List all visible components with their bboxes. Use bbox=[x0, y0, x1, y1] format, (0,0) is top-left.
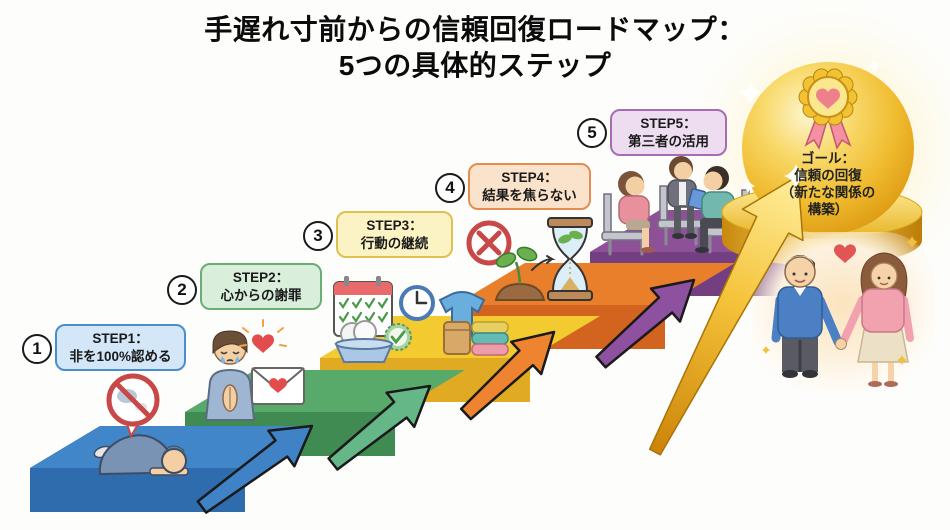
step3-number: 3 bbox=[303, 221, 333, 251]
step2-badge: STEP2： 心からの謝罪 bbox=[200, 263, 322, 311]
medal-heart-icon bbox=[798, 68, 858, 150]
page-title: 手遅れ寸前からの信頼回復ロードマップ： 5つの具体的ステップ bbox=[0, 12, 950, 85]
couple-holding-hands-illustration bbox=[752, 232, 934, 394]
step4-badge-title: STEP4： bbox=[501, 170, 558, 185]
step2-number: 2 bbox=[167, 275, 197, 305]
step2-badge-title: STEP2： bbox=[232, 270, 290, 285]
step5-badge-title: STEP5： bbox=[640, 116, 697, 131]
apology-letter-icon bbox=[251, 367, 305, 405]
step1-number: 1 bbox=[22, 334, 52, 364]
goal-label: ゴール： 信頼の回復 （新たな関係の 構築） bbox=[756, 150, 900, 218]
sparkle-icons bbox=[739, 60, 880, 193]
goal-line2: 信頼の回復 bbox=[794, 168, 862, 183]
step5-badge-subtitle: 第三者の活用 bbox=[628, 133, 709, 149]
step1-badge: STEP1： 非を100%認める bbox=[55, 324, 186, 372]
arrow-step1-to-step2 bbox=[196, 424, 314, 514]
step2-badge-subtitle: 心からの謝罪 bbox=[220, 287, 302, 303]
step1-badge-subtitle: 非を100%認める bbox=[69, 348, 172, 364]
step4-badge: STEP4： 結果を焦らない bbox=[468, 163, 591, 211]
arrow-step3-to-step4 bbox=[459, 330, 556, 421]
step4-badge-subtitle: 結果を焦らない bbox=[482, 187, 577, 203]
crying-praying-person-illustration bbox=[204, 330, 256, 421]
title-line1: 手遅れ寸前からの信頼回復ロードマップ： bbox=[204, 14, 746, 45]
goal-line4: 構築） bbox=[807, 202, 849, 217]
no-x-icon bbox=[466, 220, 512, 266]
hourglass-plant-icon bbox=[547, 217, 593, 301]
title-line2: 5つの具体的ステップ bbox=[338, 50, 612, 82]
arrow-step4-to-step5 bbox=[595, 278, 696, 369]
calendar-checks-icon bbox=[333, 276, 393, 337]
bowing-person-illustration bbox=[93, 434, 189, 476]
heart-icon bbox=[239, 319, 287, 353]
dishes-icon bbox=[334, 320, 394, 363]
goal-line1: ゴール： bbox=[801, 151, 855, 166]
laundry-stack-icon bbox=[443, 321, 509, 356]
no-conversation-icon bbox=[106, 373, 160, 439]
sprout-icon bbox=[494, 246, 556, 301]
step1-badge-title: STEP1： bbox=[92, 331, 149, 346]
goal-line3: （新たな関係の bbox=[780, 185, 876, 200]
step4-number: 4 bbox=[435, 173, 465, 203]
arrow-step5-to-goal bbox=[648, 175, 804, 456]
step3-badge: STEP3： 行動の継続 bbox=[336, 211, 453, 259]
step3-badge-title: STEP3： bbox=[366, 218, 423, 233]
clock-icon bbox=[399, 285, 435, 321]
step5-badge: STEP5： 第三者の活用 bbox=[610, 109, 727, 157]
step5-number: 5 bbox=[577, 118, 607, 148]
step3-badge-subtitle: 行動の継続 bbox=[360, 235, 429, 251]
arrow-step2-to-step3 bbox=[327, 384, 432, 471]
